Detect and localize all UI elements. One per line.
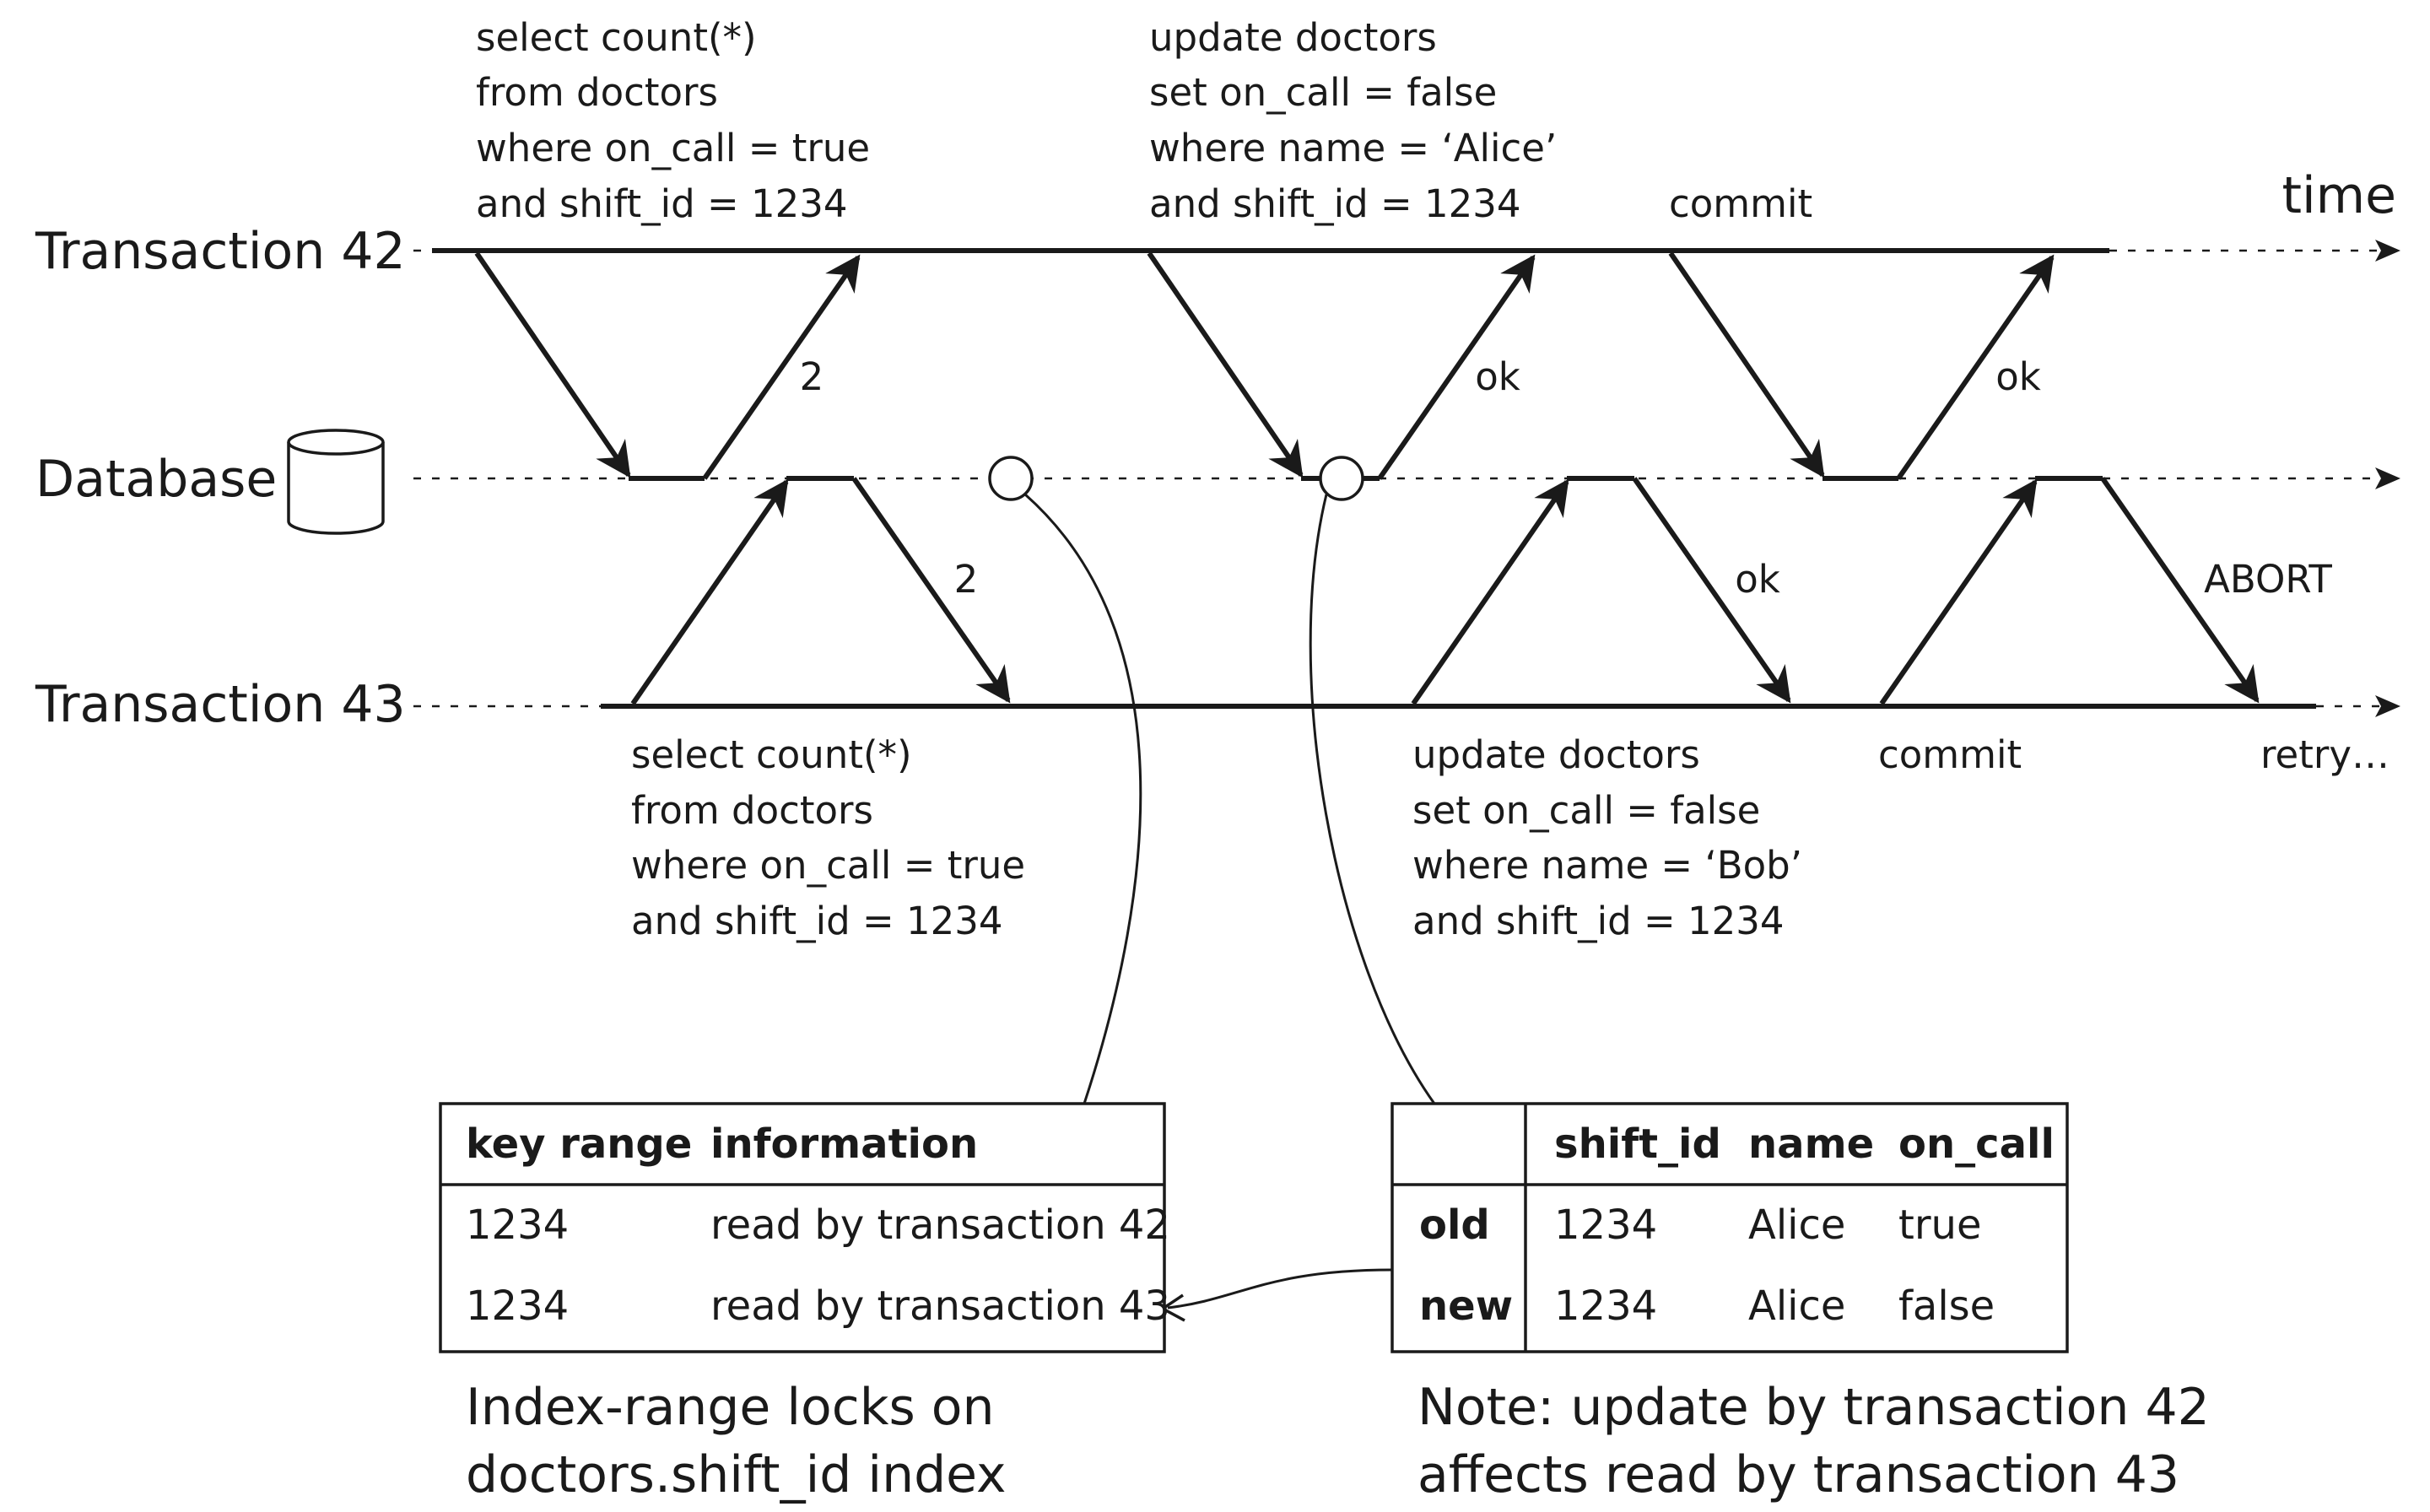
- t43-commit-label: commit: [1878, 732, 2022, 777]
- svg-text:read by transaction 43: read by transaction 43: [710, 1282, 1170, 1330]
- t43-retry-label: retry…: [2260, 732, 2390, 777]
- t42-update-response: ok: [1475, 354, 1520, 399]
- row-table-row-new: new 1234 Alice false: [1419, 1282, 1995, 1330]
- timeline-transaction-42: [413, 240, 2400, 262]
- lock-marker-update: [1319, 456, 1364, 501]
- row-table-header-shift-id: shift_id: [1554, 1120, 1721, 1168]
- t43-commit-roundtrip: [1879, 476, 2260, 705]
- svg-text:where name = ‘Bob’: where name = ‘Bob’: [1412, 843, 1802, 888]
- row-table-header-name: name: [1748, 1120, 1874, 1168]
- row-label-database: Database: [35, 450, 277, 509]
- svg-text:and shift_id = 1234: and shift_id = 1234: [631, 899, 1003, 943]
- t43-select-query: select count(*) from doctors where on_ca…: [631, 732, 1025, 943]
- svg-text:set on_call = false: set on_call = false: [1412, 788, 1760, 833]
- time-label: time: [2282, 166, 2396, 225]
- svg-text:where name = ‘Alice’: where name = ‘Alice’: [1149, 126, 1557, 170]
- row-table-caption: Note: update by transaction 42 affects r…: [1418, 1378, 2210, 1504]
- svg-text:read by transaction 42: read by transaction 42: [710, 1202, 1170, 1249]
- connector-lock-table: [1024, 493, 1142, 1104]
- timeline-transaction-43: [413, 695, 2400, 717]
- svg-text:true: true: [1898, 1202, 1982, 1249]
- svg-text:1234: 1234: [466, 1282, 569, 1330]
- svg-text:update doctors: update doctors: [1149, 15, 1437, 60]
- lock-table-row: 1234 read by transaction 42: [466, 1202, 1170, 1249]
- t42-count-response: 2: [800, 354, 824, 399]
- svg-text:set on_call = false: set on_call = false: [1149, 70, 1497, 115]
- t42-select-roundtrip: [474, 251, 861, 481]
- svg-text:1234: 1234: [1554, 1202, 1657, 1249]
- svg-text:update doctors: update doctors: [1412, 732, 1700, 777]
- svg-text:and shift_id = 1234: and shift_id = 1234: [1149, 181, 1521, 226]
- svg-text:1234: 1234: [1554, 1282, 1657, 1330]
- t42-commit-response: ok: [1995, 354, 2041, 399]
- svg-text:where on_call = true: where on_call = true: [631, 843, 1025, 888]
- svg-text:Index-range locks on: Index-range locks on: [466, 1378, 995, 1437]
- t43-abort-response: ABORT: [2204, 557, 2332, 602]
- svg-text:Note: update by transaction 42: Note: update by transaction 42: [1418, 1378, 2210, 1437]
- t43-count-response: 2: [954, 557, 979, 602]
- connector-row-table: [1309, 494, 1436, 1104]
- database-icon: [287, 429, 385, 535]
- lock-table: key range information 1234 read by trans…: [439, 1102, 1170, 1353]
- svg-text:new: new: [1419, 1282, 1513, 1330]
- svg-text:and shift_id = 1234: and shift_id = 1234: [1412, 899, 1785, 943]
- row-table-row-old: old 1234 Alice true: [1419, 1202, 1982, 1249]
- svg-text:affects read by transaction 43: affects read by transaction 43: [1418, 1445, 2179, 1504]
- svg-text:doctors.shift_id index: doctors.shift_id index: [466, 1445, 1007, 1504]
- svg-text:from doctors: from doctors: [631, 788, 873, 833]
- t42-commit-roundtrip: [1668, 251, 2055, 481]
- svg-text:and shift_id = 1234: and shift_id = 1234: [476, 181, 848, 226]
- t43-update-roundtrip: [1411, 476, 1791, 705]
- svg-text:Alice: Alice: [1748, 1282, 1845, 1330]
- lock-marker-select: [988, 456, 1034, 501]
- svg-text:where on_call = true: where on_call = true: [476, 126, 870, 170]
- svg-text:old: old: [1419, 1202, 1490, 1249]
- svg-text:false: false: [1898, 1282, 1995, 1330]
- lock-table-caption: Index-range locks on doctors.shift_id in…: [466, 1378, 1007, 1504]
- lock-table-row: 1234 read by transaction 43: [466, 1282, 1170, 1330]
- svg-text:select count(*): select count(*): [631, 732, 912, 777]
- t43-update-query: update doctors set on_call = false where…: [1412, 732, 1802, 943]
- row-label-transaction-42: Transaction 42: [35, 222, 406, 281]
- lock-table-header-key-range: key range: [466, 1120, 692, 1168]
- svg-text:from doctors: from doctors: [476, 70, 718, 115]
- t42-select-query: select count(*) from doctors where on_ca…: [476, 15, 870, 226]
- connector-new-to-lock: [1167, 1268, 1393, 1310]
- row-label-transaction-43: Transaction 43: [35, 675, 406, 734]
- svg-text:1234: 1234: [466, 1202, 569, 1249]
- svg-text:Alice: Alice: [1748, 1202, 1845, 1249]
- lock-table-header-information: information: [710, 1120, 978, 1168]
- t43-select-roundtrip: [630, 476, 1011, 705]
- timeline-database: [413, 467, 2400, 489]
- t42-update-query: update doctors set on_call = false where…: [1149, 15, 1557, 226]
- t42-commit-label: commit: [1669, 181, 1812, 226]
- row-table-header-on-call: on_call: [1898, 1120, 2055, 1168]
- t43-update-response: ok: [1735, 557, 1780, 602]
- svg-text:select count(*): select count(*): [476, 15, 757, 60]
- row-version-table: shift_id name on_call old 1234 Alice tru…: [1390, 1102, 2069, 1353]
